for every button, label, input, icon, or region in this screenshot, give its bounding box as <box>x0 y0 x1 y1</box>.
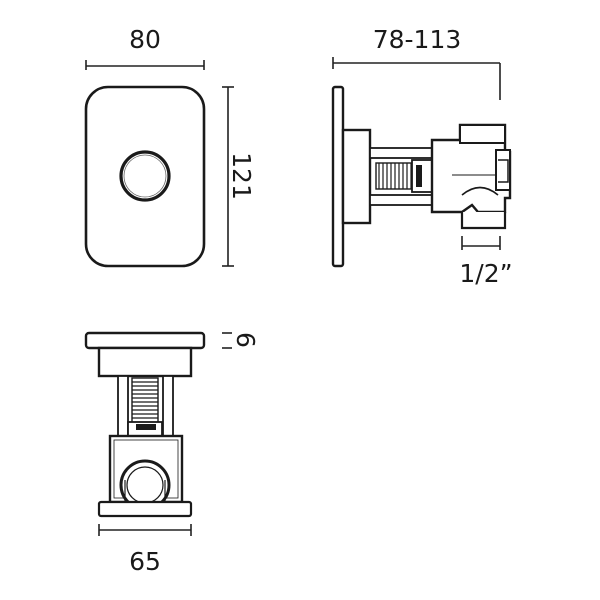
side-spindles <box>369 147 435 206</box>
side-depth-dimension: 78-113 <box>332 25 501 100</box>
body-width-dimension: 65 <box>98 524 192 576</box>
side-depth-label: 78-113 <box>373 25 462 54</box>
side-view: 78-113 <box>331 25 513 288</box>
top-cover-plate <box>84 331 206 350</box>
top-flange <box>97 346 193 378</box>
front-height-label: 121 <box>227 152 256 200</box>
pipe-size-dimension: 1/2” <box>459 236 513 288</box>
side-cover-plate <box>331 85 345 268</box>
side-flange <box>341 128 372 225</box>
front-view: 80 121 <box>84 25 256 268</box>
pipe-size-label: 1/2” <box>459 259 512 288</box>
top-view: 6 <box>84 331 260 576</box>
front-height-dimension: 121 <box>222 86 256 267</box>
top-spindles <box>117 375 174 439</box>
front-width-label: 80 <box>129 25 161 54</box>
plate-thickness-dimension: 6 <box>222 332 260 349</box>
top-base-plate <box>97 500 193 518</box>
plate-thickness-label: 6 <box>231 332 260 348</box>
body-width-label: 65 <box>129 547 161 576</box>
side-valve-body <box>430 123 512 230</box>
control-knob <box>119 150 171 202</box>
top-valve-body <box>108 434 184 511</box>
front-width-dimension: 80 <box>85 25 205 70</box>
